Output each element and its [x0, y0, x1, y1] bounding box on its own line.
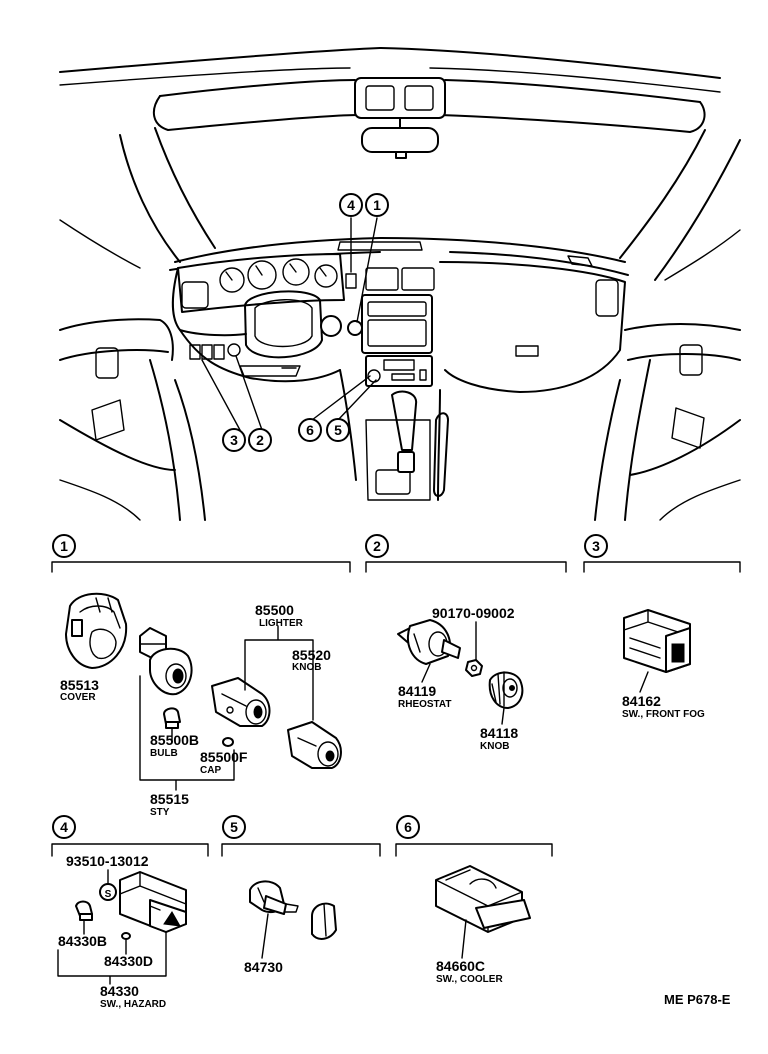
part-84162-desc: SW., FRONT FOG	[622, 709, 705, 720]
part-84118-desc: KNOB	[480, 741, 509, 752]
part-90170-number: 90170-09002	[432, 605, 515, 621]
svg-text:6: 6	[404, 819, 412, 835]
part-85500B-number: 85500B	[150, 732, 199, 748]
part-84730-switch-illustration	[249, 880, 299, 915]
overview-callout-5: 5	[326, 418, 350, 442]
part-84330B-bulb-illustration	[75, 900, 93, 921]
part-85520-number: 85520	[292, 647, 331, 663]
svg-text:2: 2	[373, 538, 381, 554]
part-84118-knob-illustration	[488, 671, 524, 709]
part-85500F-cap-illustration	[222, 737, 234, 747]
part-84660C-cooler-switch-illustration	[435, 865, 531, 933]
svg-text:2: 2	[256, 432, 264, 448]
part-84119-number: 84119	[398, 683, 436, 699]
overview-callout-2: 2	[248, 428, 272, 452]
part-84330D-number: 84330D	[104, 953, 153, 969]
part-84330-desc: SW., HAZARD	[100, 999, 166, 1010]
interior-overview	[59, 47, 741, 521]
part-85515-number: 85515	[150, 791, 189, 807]
part-85515-sty-illustration	[139, 627, 193, 696]
part-85515-desc: STY	[150, 807, 170, 818]
part-85513-cover-illustration	[65, 592, 128, 669]
svg-text:5: 5	[334, 422, 342, 438]
svg-text:5: 5	[230, 819, 238, 835]
svg-text:4: 4	[347, 197, 355, 213]
part-85500B-bulb-illustration	[163, 707, 181, 729]
part-84730-number: 84730	[244, 959, 283, 975]
part-85500F-desc: CAP	[200, 765, 221, 776]
part-85500B-desc: BULB	[150, 748, 178, 759]
part-85500-number: 85500	[255, 602, 294, 618]
section-4-header: 4	[51, 815, 209, 857]
part-84730-cover-illustration	[311, 902, 337, 940]
section-3-header: 3	[583, 534, 741, 573]
part-84118-number: 84118	[480, 725, 518, 741]
section-2-header: 2	[365, 534, 567, 573]
svg-text:3: 3	[230, 432, 238, 448]
part-84119-rheostat-illustration	[397, 619, 461, 665]
overview-callout-6: 6	[298, 418, 322, 442]
section-5-header: 5	[221, 815, 381, 857]
section-6-header: 6	[395, 815, 553, 857]
part-85520-desc: KNOB	[292, 662, 321, 673]
part-84660C-desc: SW., COOLER	[436, 974, 503, 985]
part-84330B-number: 84330B	[58, 933, 107, 949]
overview-callout-4: 4	[339, 193, 363, 217]
part-84162-number: 84162	[622, 693, 661, 709]
part-85500-desc: LIGHTER	[259, 618, 304, 629]
part-84660C-number: 84660C	[436, 958, 485, 974]
part-85500F-number: 85500F	[200, 749, 248, 765]
part-84162-fog-switch-illustration	[623, 609, 691, 673]
part-84119-desc: RHEOSTAT	[398, 699, 452, 710]
part-84330-number: 84330	[100, 983, 139, 999]
overview-callout-1: 1	[365, 193, 389, 217]
part-85513-desc: COVER	[60, 692, 96, 703]
section-1-header: 1	[51, 534, 351, 573]
svg-text:1: 1	[373, 197, 381, 213]
part-84330-hazard-switch-illustration	[119, 871, 187, 933]
part-85513-number: 85513	[60, 677, 99, 693]
svg-text:4: 4	[60, 819, 68, 835]
svg-text:3: 3	[592, 538, 600, 554]
overview-callout-3: 3	[222, 428, 246, 452]
svg-text:S: S	[105, 889, 112, 900]
svg-text:6: 6	[306, 422, 314, 438]
part-84330D-cap-illustration	[121, 932, 131, 940]
part-93510-number: 93510-13012	[66, 853, 149, 869]
part-90170-nut-illustration	[465, 659, 483, 677]
reference-code: ME P678-E	[664, 992, 731, 1007]
screw-mark: S	[99, 883, 117, 901]
part-85520-knob-illustration	[287, 721, 342, 769]
part-85500-lighter-illustration	[211, 677, 271, 727]
svg-text:1: 1	[60, 538, 68, 554]
